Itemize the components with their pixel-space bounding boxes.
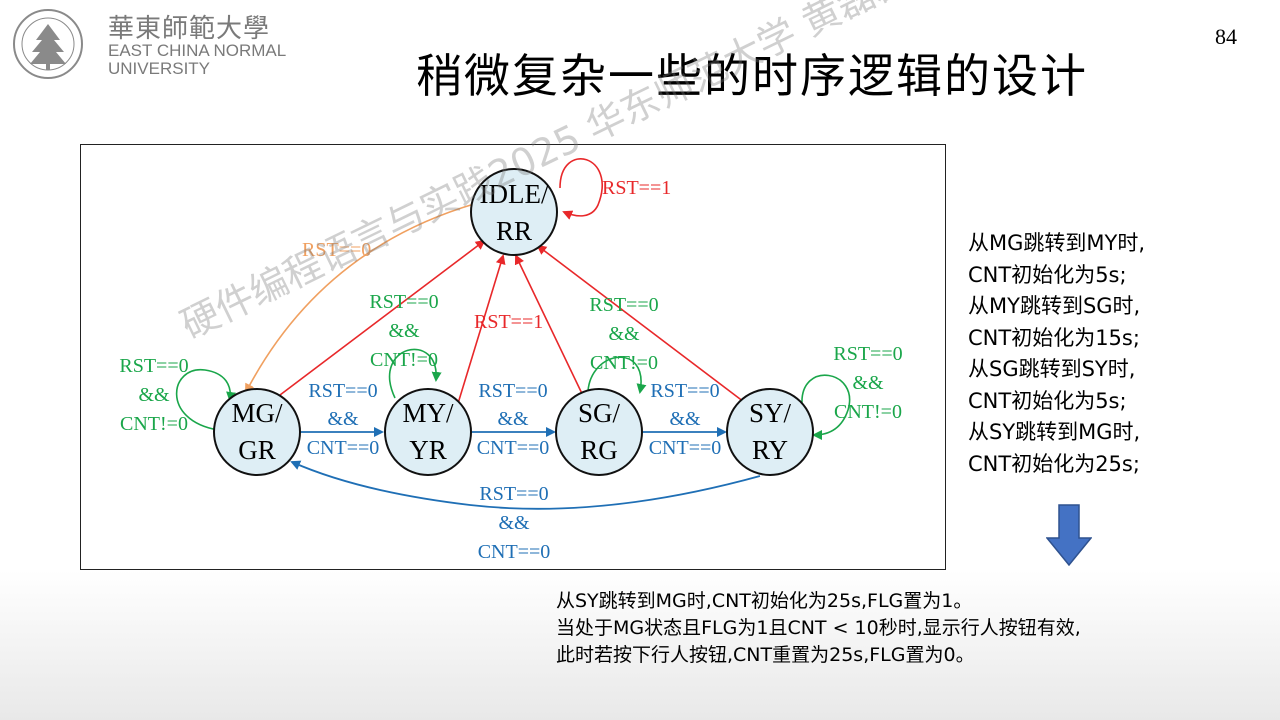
label-mg-self-line2: && [138, 384, 170, 406]
side-note-line: CNT初始化为5s; [968, 388, 1127, 413]
label-my-sg-line1: RST==0 [478, 380, 547, 402]
label-sg-sy-line1: RST==0 [650, 380, 719, 402]
state-mg-line1: MG/ [231, 398, 283, 428]
label-sg-self-line1: RST==0 [589, 294, 658, 316]
label-mg-self: RST==0 && CNT!=0 [119, 355, 188, 435]
label-sy-mg-line2: && [498, 512, 530, 534]
logo-chinese-name: 華東師範大學 [108, 14, 271, 44]
arrow-idle-to-mg [245, 203, 475, 394]
page-number: 84 [1215, 24, 1237, 49]
label-my-sg-line2: && [497, 408, 529, 430]
label-sy-self-line1: RST==0 [833, 343, 902, 365]
state-my-line1: MY/ [402, 398, 454, 428]
slide-title: 稍微复杂一些的时序逻辑的设计 [416, 49, 1088, 103]
label-mg-self-line1: RST==0 [119, 355, 188, 377]
transition-labels: RST==1 RST==0 RST==1 RST==0 && CNT!=0 RS… [119, 177, 902, 563]
label-mg-self-line3: CNT!=0 [120, 413, 188, 435]
arrow-sg-self [587, 356, 647, 399]
university-seal-icon [13, 9, 83, 79]
side-note-line: CNT初始化为5s; [968, 262, 1127, 287]
side-note-line: 从MG跳转到MY时, [968, 231, 1146, 255]
label-idle-to-mg: RST==0 [302, 239, 371, 261]
label-idle-self: RST==1 [602, 177, 671, 199]
state-sg-line2: RG [580, 435, 618, 465]
state-sy: SY/ RY [726, 388, 814, 476]
label-mg-my-line1: RST==0 [308, 380, 377, 402]
state-sg: SG/ RG [555, 388, 643, 476]
label-sy-mg-line1: RST==0 [479, 483, 548, 505]
side-note-line: CNT初始化为15s; [968, 325, 1140, 350]
label-my-self-line2: && [388, 320, 420, 342]
forward-arrows [290, 427, 761, 510]
state-mg-line2: GR [238, 435, 276, 465]
label-sg-self-line3: CNT!=0 [590, 352, 658, 374]
state-idle: IDLE/ RR [470, 168, 558, 256]
label-sg-self-line2: && [608, 323, 640, 345]
label-sy-mg: RST==0 && CNT==0 [478, 483, 551, 563]
arrow-my-to-idle [455, 254, 506, 411]
arrow-sy-to-mg [290, 460, 761, 510]
label-sy-mg-line3: CNT==0 [478, 541, 551, 563]
down-arrow-icon [1046, 504, 1092, 566]
label-sg-sy-line3: CNT==0 [649, 437, 722, 459]
to-idle-arrows [279, 158, 745, 411]
bottom-note-line: 当处于MG状态且FLG为1且CNT < 10秒时,显示行人按钮有效, [556, 617, 1081, 639]
arrow-sy-to-idle [536, 244, 745, 403]
state-my: MY/ YR [384, 388, 472, 476]
side-note-line: 从SG跳转到SY时, [968, 357, 1136, 381]
side-notes: 从MG跳转到MY时, CNT初始化为5s; 从MY跳转到SG时, CNT初始化为… [968, 228, 1268, 480]
bottom-note-line: 此时若按下行人按钮,CNT重置为25s,FLG置为0。 [556, 644, 975, 666]
state-idle-line2: RR [496, 216, 532, 246]
bottom-note-line: 从SY跳转到MG时,CNT初始化为25s,FLG置为1。 [556, 590, 973, 612]
label-my-self: RST==0 && CNT!=0 [369, 291, 438, 371]
label-sy-self-line3: CNT!=0 [834, 401, 902, 423]
label-mg-my-line2: && [327, 408, 359, 430]
label-mg-my: RST==0 && CNT==0 [307, 380, 380, 459]
label-my-sg-line3: CNT==0 [477, 437, 550, 459]
state-mg: MG/ GR [213, 388, 301, 476]
label-sg-sy-line2: && [669, 408, 701, 430]
logo-english-line1: EAST CHINA NORMAL [108, 41, 287, 60]
label-to-idle: RST==1 [474, 311, 543, 333]
self-loop-arrows [175, 348, 851, 440]
arrow-mg-to-idle [279, 239, 486, 396]
diagram-frame [80, 144, 946, 570]
arrow-my-self [388, 348, 442, 399]
arrow-mg-self [175, 369, 237, 431]
bottom-notes: 从SY跳转到MG时,CNT初始化为25s,FLG置为1。 当处于MG状态且FLG… [556, 588, 1081, 669]
label-my-self-line1: RST==0 [369, 291, 438, 313]
logo-english-line2: UNIVERSITY [108, 59, 211, 78]
logo-english-name: EAST CHINA NORMAL UNIVERSITY [108, 42, 286, 78]
label-sy-self-line2: && [852, 372, 884, 394]
university-logo: 華東師範大學 EAST CHINA NORMAL UNIVERSITY [10, 6, 300, 82]
arrow-sg-to-idle [514, 254, 587, 403]
arrow-sy-self [801, 374, 851, 440]
state-my-line2: YR [409, 435, 447, 465]
label-sg-sy: RST==0 && CNT==0 [649, 380, 722, 459]
arrow-idle-self [559, 158, 603, 220]
state-idle-line1: IDLE/ [480, 179, 549, 209]
label-mg-my-line3: CNT==0 [307, 437, 380, 459]
label-sg-self: RST==0 && CNT!=0 [589, 294, 658, 374]
label-sy-self: RST==0 && CNT!=0 [833, 343, 902, 423]
state-sg-line1: SG/ [578, 398, 621, 428]
side-note-line: 从SY跳转到MG时, [968, 420, 1141, 444]
side-note-line: CNT初始化为25s; [968, 451, 1140, 476]
state-sy-line1: SY/ [749, 398, 792, 428]
label-my-self-line3: CNT!=0 [370, 349, 438, 371]
state-sy-line2: RY [752, 435, 788, 465]
background-campus-image [0, 570, 1280, 720]
side-note-line: 从MY跳转到SG时, [968, 294, 1141, 318]
label-my-sg: RST==0 && CNT==0 [477, 380, 550, 459]
